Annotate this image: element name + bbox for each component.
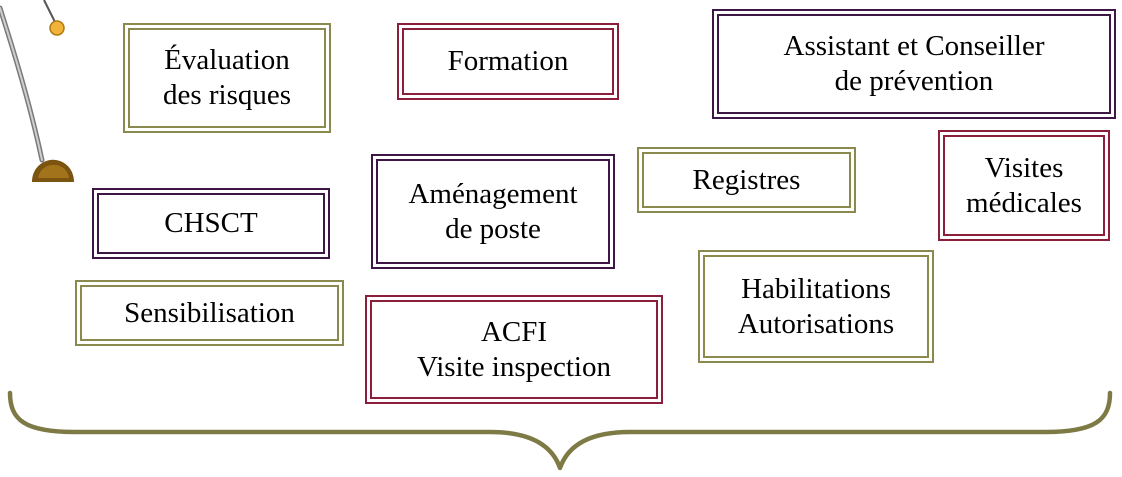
box-assistant-conseiller-label: Assistant et Conseiller de prévention — [783, 30, 1045, 97]
box-acfi-visite-inspection: ACFI Visite inspection — [365, 295, 663, 404]
box-assistant-conseiller: Assistant et Conseiller de prévention — [712, 9, 1116, 119]
box-evaluation-risques-label: Évaluation des risques — [162, 44, 292, 111]
box-visites-medicales-label: Visites médicales — [966, 151, 1082, 219]
box-chsct-label: CHSCT — [164, 207, 258, 240]
box-visites-medicales: Visites médicales — [938, 130, 1110, 241]
box-habilitations-autorisations: Habilitations Autorisations — [698, 250, 934, 363]
pendulum-icon — [0, 0, 74, 182]
box-amenagement-poste-label: Aménagement de poste — [408, 177, 578, 245]
grouping-brace — [7, 390, 1113, 471]
box-amenagement-poste: Aménagement de poste — [371, 154, 615, 269]
box-habilitations-autorisations-label: Habilitations Autorisations — [737, 272, 895, 340]
box-sensibilisation-label: Sensibilisation — [124, 296, 295, 329]
box-sensibilisation: Sensibilisation — [75, 280, 344, 346]
box-formation: Formation — [397, 23, 619, 100]
box-chsct: CHSCT — [92, 188, 330, 259]
box-registres: Registres — [637, 147, 856, 213]
box-formation-label: Formation — [447, 45, 569, 78]
box-evaluation-risques: Évaluation des risques — [123, 23, 331, 133]
box-registres-label: Registres — [692, 163, 801, 196]
box-acfi-visite-inspection-label: ACFI Visite inspection — [417, 315, 611, 383]
